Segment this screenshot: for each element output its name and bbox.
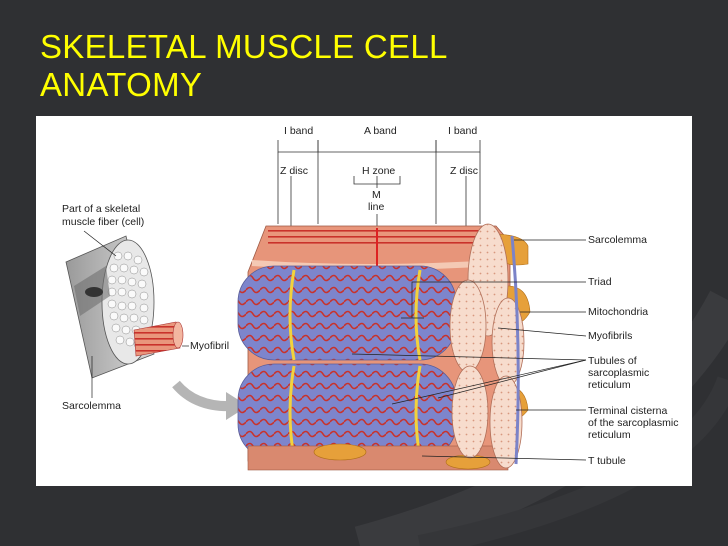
right-leader-lines — [351, 239, 587, 461]
fiber-label-line-2: muscle fiber (cell) — [62, 216, 144, 228]
myofibrils-label: Myofibrils — [588, 330, 632, 342]
z-disc-label-right: Z disc — [450, 165, 478, 177]
myofibril-label: Myofibril — [190, 340, 229, 352]
title-line-1: SKELETAL MUSCLE CELL — [40, 28, 448, 65]
tubules-label-2: sarcoplasmic — [588, 367, 649, 379]
muscle-fiber-illustration — [65, 235, 248, 420]
tubules-label-1: Tubules of — [588, 355, 637, 367]
diagram-panel: Part of a skeletal muscle fiber (cell) M… — [36, 116, 692, 486]
a-band-label: A band — [364, 125, 397, 137]
terminal-cisterna-label-2: of the sarcoplasmic — [588, 417, 678, 429]
i-band-label-right: I band — [448, 125, 477, 137]
slide-title: SKELETAL MUSCLE CELL ANATOMY — [40, 28, 560, 104]
terminal-cisterna-label-3: reticulum — [588, 429, 631, 441]
sarcolemma-label-right: Sarcolemma — [588, 234, 647, 246]
sarcolemma-label-left: Sarcolemma — [62, 400, 121, 412]
i-band-label-left: I band — [284, 125, 313, 137]
muscle-anatomy-diagram: Part of a skeletal muscle fiber (cell) M… — [62, 125, 678, 471]
h-zone-label: H zone — [362, 165, 395, 177]
t-tubule-label: T tubule — [588, 455, 626, 467]
tubules-label-3: reticulum — [588, 379, 631, 391]
myofibril-strand — [133, 321, 184, 357]
fiber-label-line-1: Part of a skeletal — [62, 203, 140, 215]
title-line-2: ANATOMY — [40, 66, 203, 103]
terminal-cisterna-label-1: Terminal cisterna — [588, 405, 668, 417]
m-line-label-2: line — [368, 201, 385, 213]
m-line-label-1: M — [372, 189, 381, 201]
z-disc-label-left: Z disc — [280, 165, 308, 177]
sarcomere-block — [237, 223, 531, 471]
mitochondria-label: Mitochondria — [588, 306, 648, 318]
band-brackets — [277, 140, 481, 228]
triad-label: Triad — [588, 276, 612, 288]
